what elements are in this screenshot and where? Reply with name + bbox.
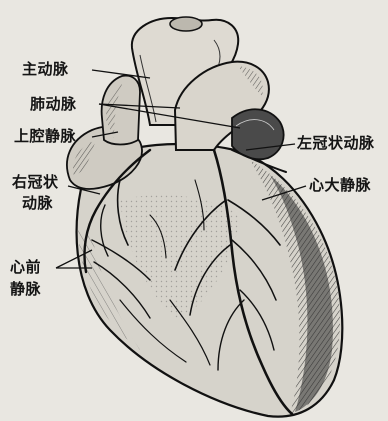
ventricles bbox=[77, 144, 343, 417]
left-auricle bbox=[232, 109, 284, 159]
label-right-coronary-artery-line1: 右冠状 bbox=[12, 173, 59, 192]
label-superior-vena-cava: 上腔静脉 bbox=[14, 127, 76, 146]
label-anterior-cardiac-veins-line2: 静脉 bbox=[10, 280, 41, 299]
label-right-coronary-artery-line2: 动脉 bbox=[22, 194, 53, 213]
label-left-coronary-artery: 左冠状动脉 bbox=[297, 134, 375, 153]
label-pulmonary-artery: 肺动脉 bbox=[30, 95, 77, 114]
label-aorta: 主动脉 bbox=[22, 60, 69, 79]
label-anterior-cardiac-veins-line1: 心前 bbox=[10, 258, 41, 277]
label-great-cardiac-vein: 心大静脉 bbox=[309, 176, 371, 195]
